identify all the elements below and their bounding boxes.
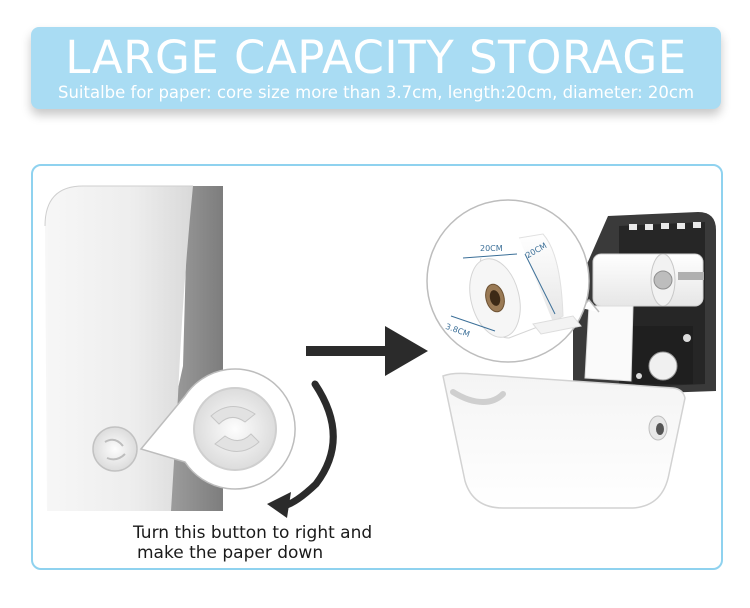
large-knob-icon xyxy=(193,387,277,471)
small-knob-icon xyxy=(92,426,138,472)
caption-line-2: make the paper down xyxy=(137,543,324,563)
banner-subtitle: Suitalbe for paper: core size more than … xyxy=(57,83,695,102)
instruction-caption: Turn this button to right and make the p… xyxy=(133,523,372,563)
banner-title: LARGE CAPACITY STORAGE xyxy=(65,31,687,84)
product-illustration xyxy=(44,185,716,518)
open-dispenser xyxy=(442,212,716,509)
product-panel: 20CM 20CM 3.8CM Turn this button to righ… xyxy=(31,164,723,570)
roll-length-label: 20CM xyxy=(480,244,503,253)
title-banner: LARGE CAPACITY STORAGE Suitalbe for pape… xyxy=(31,27,721,109)
caption-line-1: Turn this button to right and xyxy=(133,523,373,543)
rotate-arrow-icon xyxy=(267,380,337,518)
roll-dimension-callout xyxy=(426,199,600,363)
right-arrow-icon xyxy=(306,326,428,376)
knob-callout xyxy=(139,368,296,490)
